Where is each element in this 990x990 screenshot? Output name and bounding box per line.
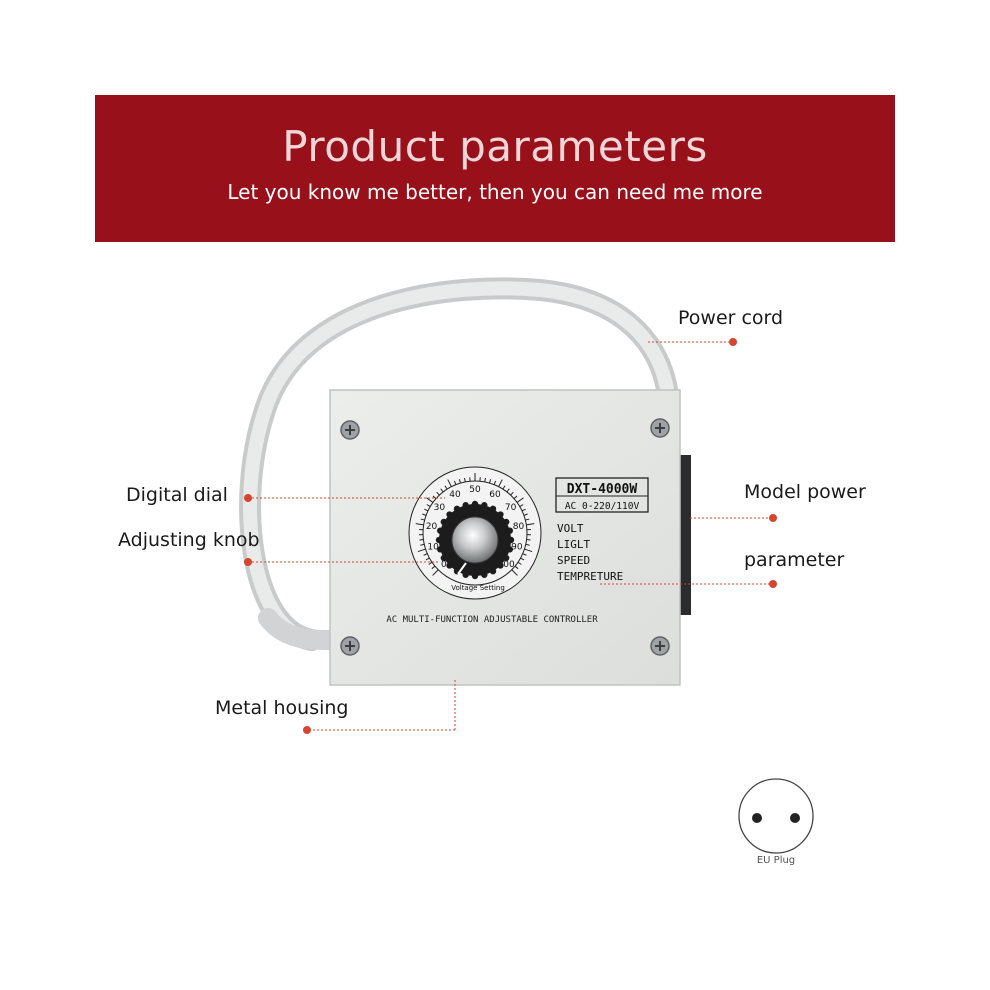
callout-model-power: Model power: [744, 481, 866, 503]
dial-mark: 100: [498, 560, 515, 570]
dial-tick: [440, 488, 444, 493]
dial-mark: 20: [426, 522, 438, 532]
dial-tick: [420, 518, 425, 521]
dial-tick: [526, 523, 535, 526]
dial-tick: [458, 479, 461, 484]
dial-tick: [425, 557, 430, 561]
dial-tick: [522, 553, 527, 556]
mode-item: TEMPRETURE: [557, 570, 623, 583]
screw-icon: [340, 636, 360, 656]
dial-tick: [511, 569, 518, 576]
callout-dot: [244, 558, 252, 566]
callout-metal-housing: Metal housing: [215, 697, 349, 719]
dial-mark: 30: [434, 503, 446, 513]
dial-mark: 70: [505, 503, 517, 513]
dial-mark: 40: [449, 490, 461, 500]
svg-text:DXT-4000W: DXT-4000W: [567, 482, 638, 497]
svg-text:AC MULTI-FUNCTION ADJUSTABLE C: AC MULTI-FUNCTION ADJUSTABLE CONTROLLER: [386, 615, 598, 625]
dial-tick: [432, 569, 439, 576]
dial-tick: [417, 548, 426, 553]
dial-tick: [514, 565, 519, 570]
dial-tick: [524, 548, 533, 553]
callout-power-cord: Power cord: [678, 307, 784, 329]
dial-tick: [520, 557, 525, 561]
callout-dot: [729, 338, 737, 346]
dial-tick: [428, 561, 433, 565]
dial-tick: [464, 477, 466, 483]
dial-tick: [510, 491, 514, 496]
dial-mark: 50: [469, 485, 481, 495]
dial-tick: [423, 553, 428, 556]
dial-tick: [424, 508, 429, 512]
page-title: Product parameters: [282, 122, 708, 171]
dial-tick: [447, 479, 452, 487]
adjusting-knob: [435, 500, 515, 580]
dial-tick: [431, 565, 436, 570]
dial-tick: [523, 513, 528, 516]
dial-tick: [432, 495, 437, 499]
callout-digital-dial: Digital dial: [126, 484, 228, 506]
dial-mark: 60: [489, 490, 501, 500]
callout-parameter: parameter: [744, 549, 845, 571]
dial-tick: [426, 497, 434, 503]
dial-tick: [484, 477, 486, 483]
callout-adjusting-knob: Adjusting knob: [118, 529, 260, 551]
dial-tick: [426, 504, 431, 507]
dial-tick: [498, 479, 503, 487]
dial-tick: [506, 488, 510, 493]
dial-tick: [525, 518, 530, 521]
dial-tick: [436, 491, 440, 496]
header-banner: [95, 95, 895, 242]
dial-tick: [519, 504, 524, 507]
callout-dot: [769, 580, 777, 588]
page-subtitle: Let you know me better, then you can nee…: [227, 180, 763, 204]
dial-tick: [444, 485, 448, 490]
dial-mark: 10: [427, 543, 439, 553]
dial-tick: [453, 480, 457, 485]
dial-tick: [415, 523, 424, 526]
svg-text:Voltage Setting: Voltage Setting: [451, 584, 505, 592]
svg-text:AC 0-220/110V: AC 0-220/110V: [565, 501, 640, 512]
dial-tick: [489, 479, 492, 484]
screw-icon: [650, 636, 670, 656]
callout-dot: [303, 726, 311, 734]
dial-tick: [493, 480, 497, 485]
screw-icon: [340, 420, 360, 440]
dial-tick: [521, 508, 526, 512]
dial-tick: [526, 539, 531, 541]
dial-mark: 0: [441, 560, 447, 570]
callout-dot: [769, 514, 777, 522]
mode-item: SPEED: [557, 554, 590, 567]
model-label: DXT-4000W AC 0-220/110V: [555, 477, 649, 513]
dial-tick: [517, 561, 522, 565]
dial-tick: [420, 543, 425, 546]
screw-icon: [650, 418, 670, 438]
dial-tick: [525, 543, 530, 546]
dial-mark: 90: [511, 543, 523, 553]
dial-tick: [502, 485, 506, 490]
dial-tick: [419, 539, 424, 541]
eu-plug-label: EU Plug: [756, 855, 796, 866]
callout-dot: [244, 494, 252, 502]
dial-mark: 80: [513, 522, 525, 532]
mode-list: VOLT LIGLT SPEED TEMPRETURE: [557, 522, 623, 583]
dial-tick: [513, 495, 518, 499]
mode-item: LIGLT: [557, 538, 590, 551]
eu-plug-icon: [738, 778, 814, 854]
dial-tick: [516, 497, 524, 503]
dial-tick: [422, 513, 427, 516]
mode-item: VOLT: [557, 522, 584, 535]
